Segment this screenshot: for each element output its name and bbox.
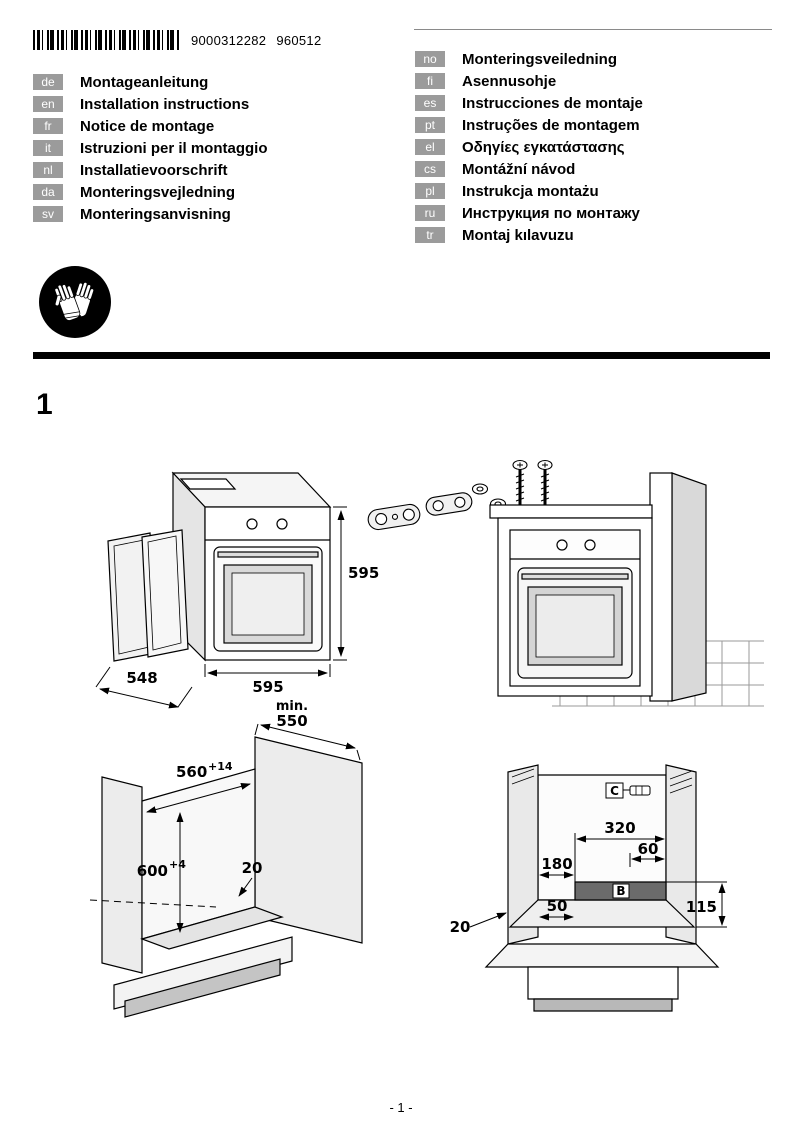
language-title: Istruzioni per il montaggio <box>80 139 268 157</box>
dim-20: 20 <box>450 918 471 936</box>
mains-connection-icon <box>629 785 651 796</box>
language-title: Οδηγίες εγκατάστασης <box>462 138 625 156</box>
label-c: C <box>610 784 619 798</box>
language-code-badge: el <box>415 139 445 155</box>
language-code-badge: no <box>415 51 445 67</box>
figure-number: 1 <box>36 388 53 421</box>
dim-60: 60 <box>638 840 659 858</box>
dim-115: 115 <box>686 898 717 916</box>
language-title: Instrukcja montażu <box>462 182 599 200</box>
label-b: B <box>616 884 625 898</box>
language-row: el Οδηγίες εγκατάστασης <box>415 138 643 156</box>
language-title: Instruções de montagem <box>462 116 640 134</box>
wall-face <box>671 472 707 702</box>
language-code-badge: tr <box>415 227 445 243</box>
language-row: it Istruzioni per il montaggio <box>33 139 268 157</box>
language-title: Asennusohje <box>462 72 557 90</box>
language-row: pt Instruções de montagem <box>415 116 643 134</box>
language-title: Montaj kılavuzu <box>462 226 574 244</box>
language-row: de Montageanleitung <box>33 73 268 91</box>
section-divider <box>33 352 770 359</box>
cabinet-cutout-view: min. 550 560 +14 600 +4 20 <box>89 699 363 1018</box>
dim-oven-depth: 548 <box>126 669 157 687</box>
language-title: Instrucciones de montaje <box>462 94 643 112</box>
language-code-badge: en <box>33 96 63 112</box>
language-code-badge: nl <box>33 162 63 178</box>
language-row: fr Notice de montage <box>33 117 268 135</box>
language-title: Installatievoorschrift <box>80 161 228 179</box>
language-code-badge: ru <box>415 205 445 221</box>
language-title: Montážní návod <box>462 160 576 178</box>
print-code: 960512 <box>276 32 322 48</box>
language-list-left: de Montageanleitung en Installation instru… <box>33 74 268 228</box>
language-code-badge: cs <box>415 161 445 177</box>
dim-cutout-width: 560 <box>176 763 207 781</box>
language-title: Monteringsveiledning <box>462 50 618 68</box>
language-row: no Monteringsveiledning <box>415 50 643 68</box>
language-code-badge: pt <box>415 117 445 133</box>
screw-icon <box>537 459 553 507</box>
wall-edge <box>649 472 673 702</box>
language-row: nl Installatievoorschrift <box>33 161 268 179</box>
language-title: Notice de montage <box>80 117 215 135</box>
language-row: da Monteringsvejledning <box>33 183 268 201</box>
language-code-badge: es <box>415 95 445 111</box>
dim-min-depth: 550 <box>276 712 307 730</box>
installed-oven-view <box>489 472 764 707</box>
language-title: Инструкция по монтажу <box>462 204 640 222</box>
dim-320: 320 <box>604 819 635 837</box>
cabinet-base-view: C B 320 60 180 115 50 20 <box>450 764 727 1012</box>
screw-icon <box>512 459 528 507</box>
language-code-badge: de <box>33 74 63 90</box>
language-code-badge: pl <box>415 183 445 199</box>
language-title: Installation instructions <box>80 95 250 113</box>
dim-min-label: min. <box>276 699 308 714</box>
mounting-hardware <box>367 459 553 531</box>
dim-oven-width: 595 <box>252 678 283 696</box>
dim-cutout-height: 600 <box>137 862 168 880</box>
dim-rear-gap: 20 <box>242 859 263 877</box>
installation-figure: 595 595 548 <box>89 459 764 1018</box>
language-code-badge: da <box>33 184 63 200</box>
gloves-icon <box>39 266 111 338</box>
barcode <box>33 30 181 50</box>
barcode-number: 9000312282 <box>191 32 267 48</box>
dim-50: 50 <box>547 897 568 915</box>
dim-cutout-width-tolerance: +14 <box>208 760 233 773</box>
language-row: es Instrucciones de montaje <box>415 94 643 112</box>
language-code-badge: it <box>33 140 63 156</box>
dim-180: 180 <box>541 855 572 873</box>
page-number: - 1 - <box>389 1100 413 1115</box>
language-title: Monteringsanvisning <box>80 205 231 223</box>
language-code-badge: fi <box>415 73 445 89</box>
cut-mark-line <box>414 29 772 30</box>
oven-3d-view: 595 595 548 <box>95 471 379 709</box>
dim-cutout-height-tolerance: +4 <box>169 858 186 871</box>
language-code-badge: fr <box>33 118 63 134</box>
language-code-badge: sv <box>33 206 63 222</box>
worktop <box>489 504 653 519</box>
language-row: en Installation instructions <box>33 95 268 113</box>
language-row: cs Montážní návod <box>415 160 643 178</box>
barcode-block: 9000312282 960512 <box>33 30 322 50</box>
language-row: pl Instrukcja montażu <box>415 182 643 200</box>
language-row: fi Asennusohje <box>415 72 643 90</box>
dim-oven-height: 595 <box>348 564 379 582</box>
language-row: ru Инструкция по монтажу <box>415 204 643 222</box>
language-row: tr Montaj kılavuzu <box>415 226 643 244</box>
language-row: sv Monteringsanvisning <box>33 205 268 223</box>
language-title: Montageanleitung <box>80 73 209 91</box>
language-title: Monteringsvejledning <box>80 183 236 201</box>
